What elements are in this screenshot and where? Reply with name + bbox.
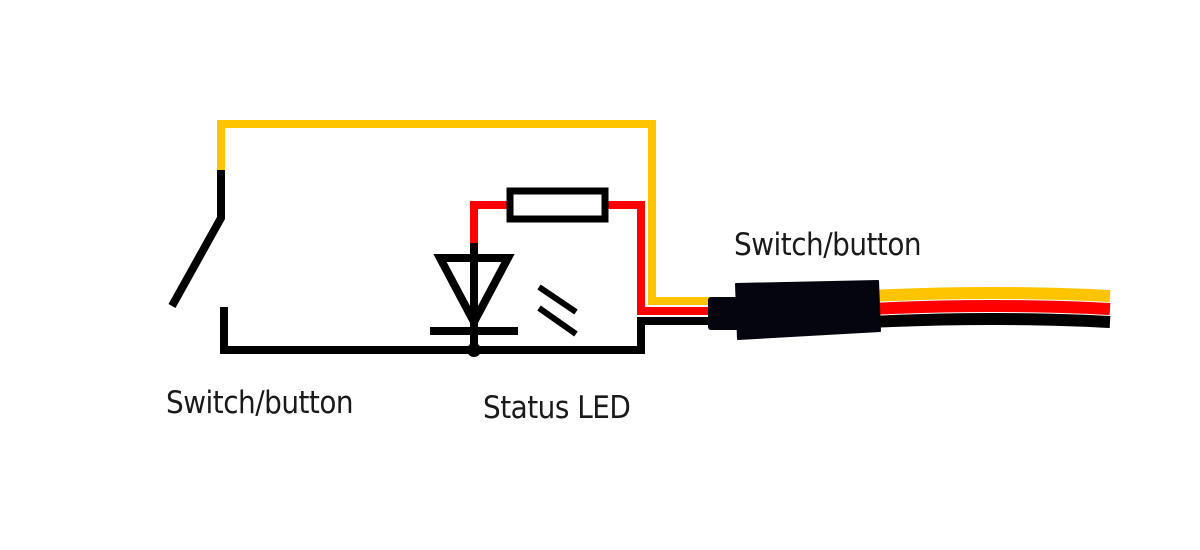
- switch-label: Switch/button: [166, 385, 354, 421]
- power-wire: [470, 201, 510, 248]
- connector-label: Switch/button: [734, 227, 922, 263]
- signal-wire: [217, 120, 712, 305]
- servo-cable: [869, 287, 1111, 328]
- switch-upper-terminal: [168, 170, 225, 308]
- resistor: [506, 187, 609, 223]
- led-symbol: [430, 243, 578, 357]
- status-led-label: Status LED: [483, 390, 631, 426]
- servo-connector: [708, 280, 881, 340]
- power-wire-right: [605, 201, 712, 315]
- ground-wire: [220, 317, 712, 354]
